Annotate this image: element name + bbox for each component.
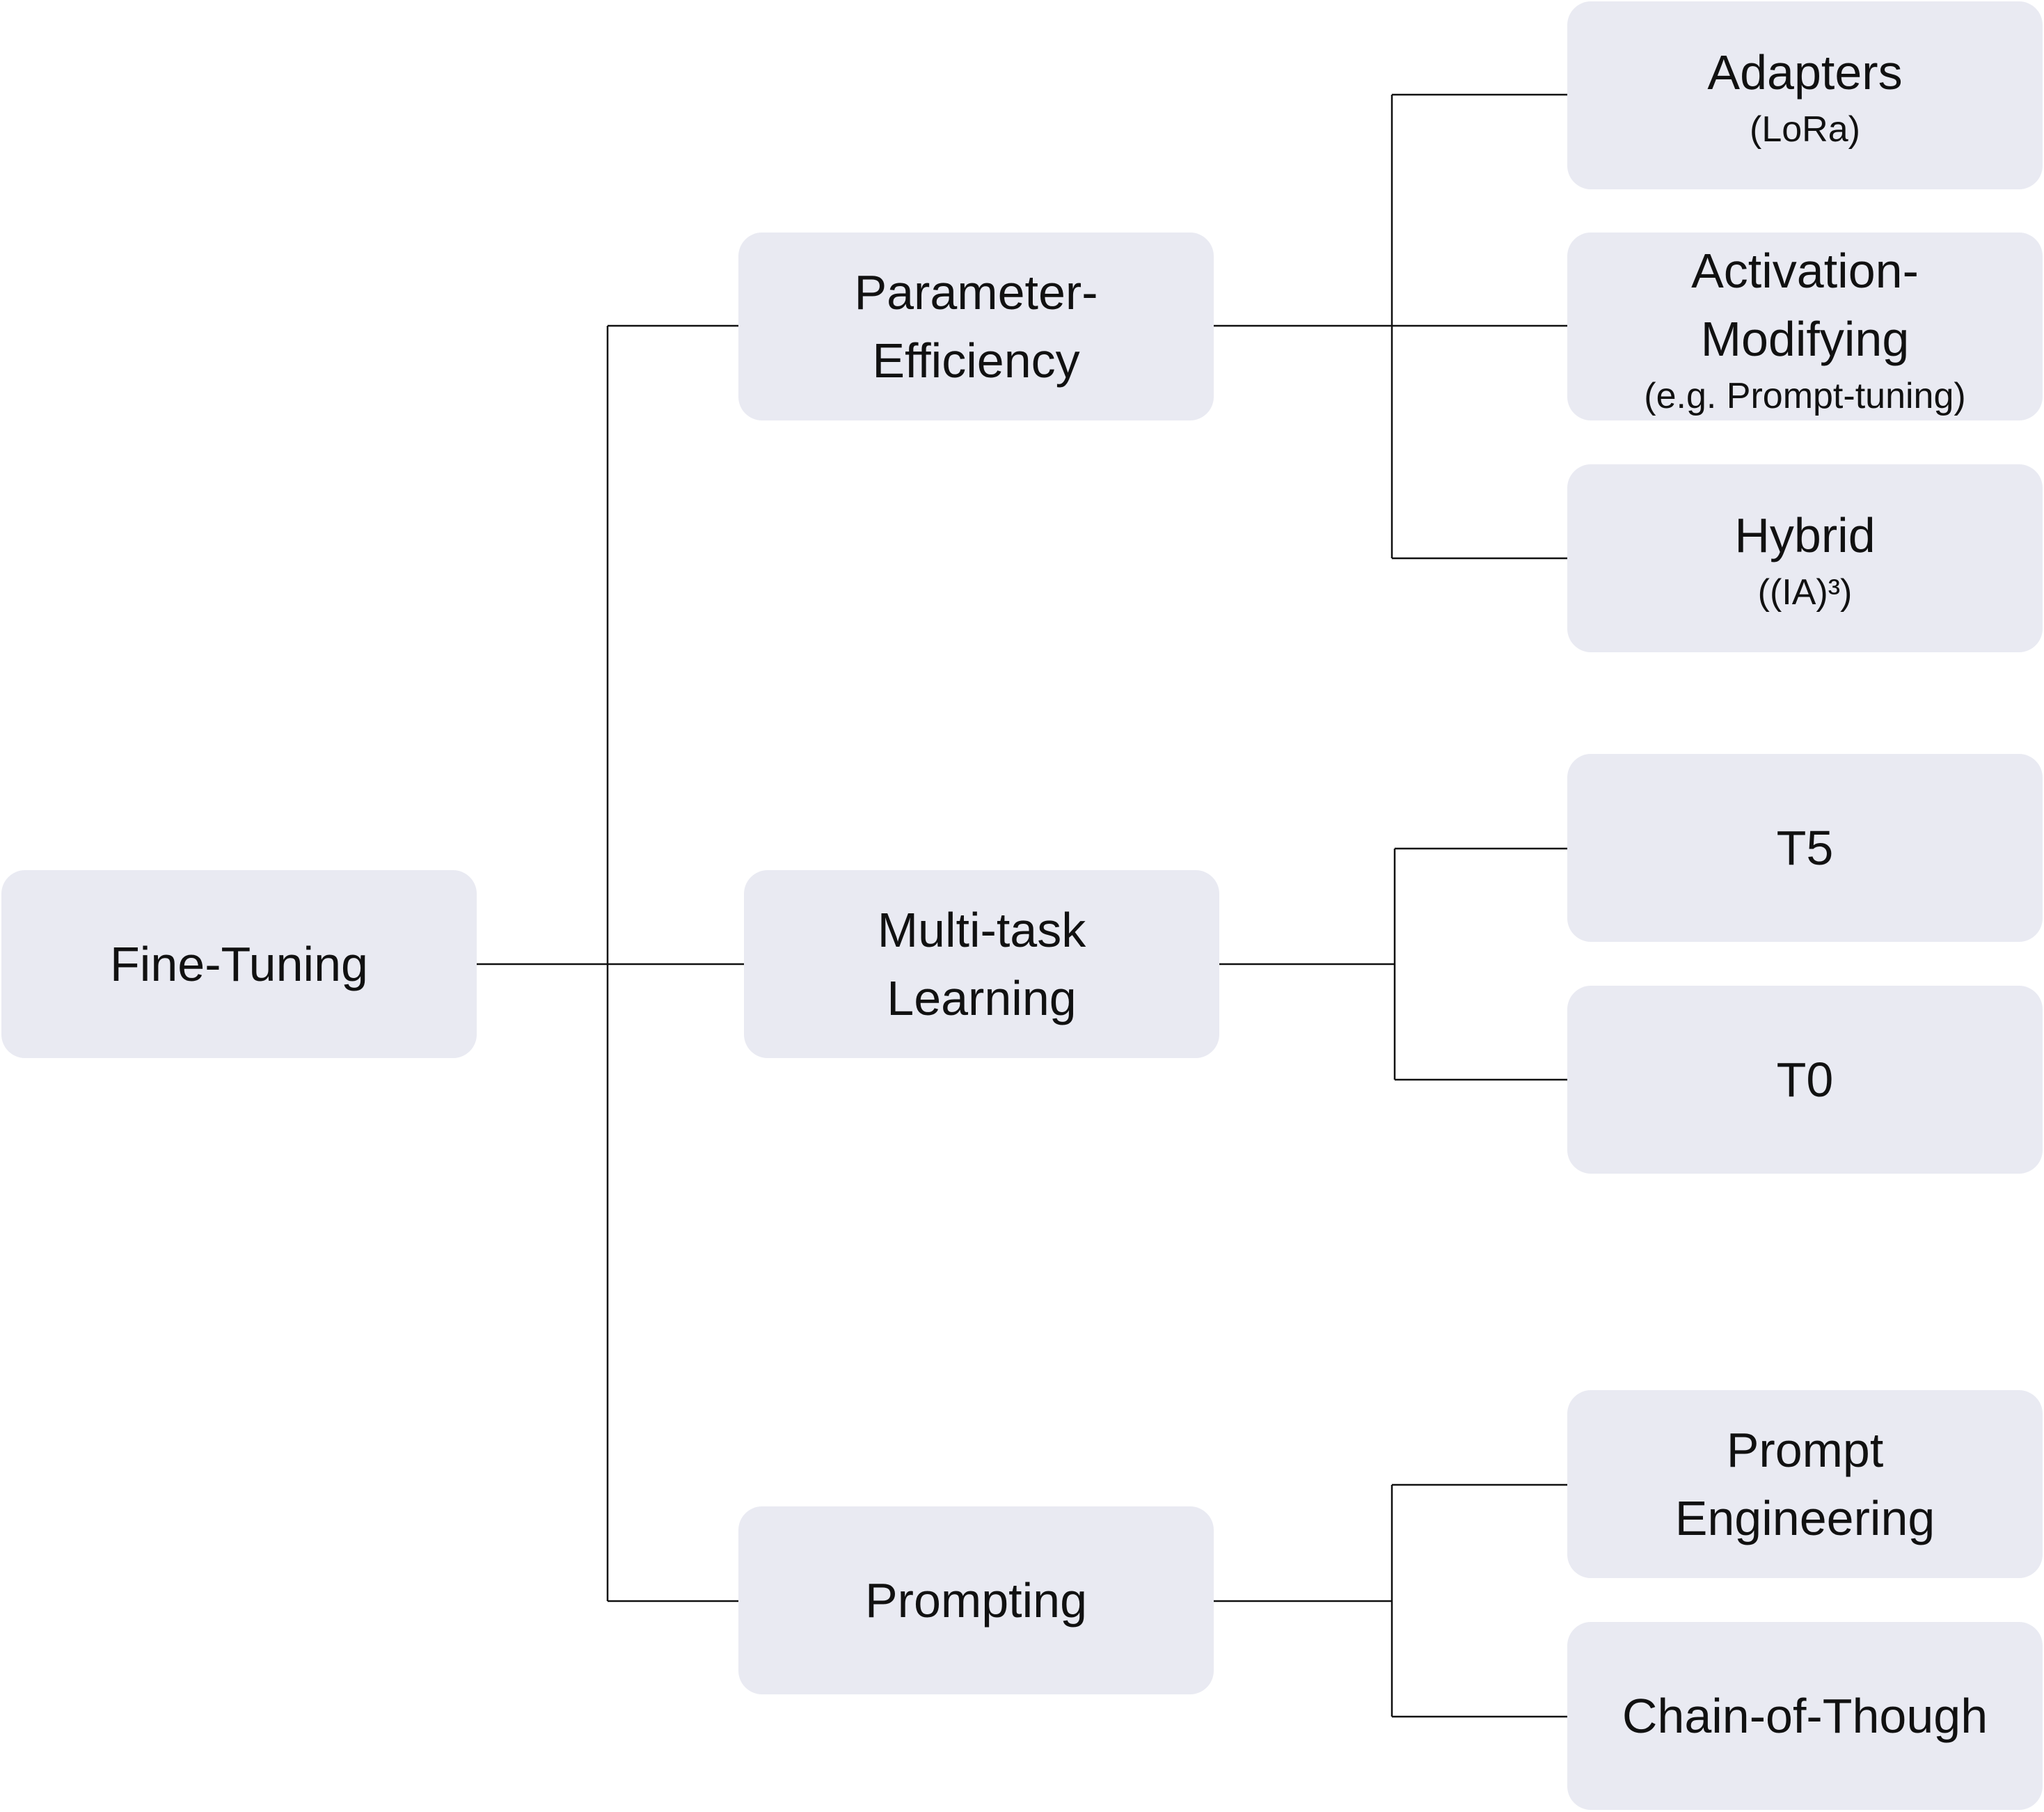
- node-label: Chain-of-Though: [1622, 1689, 1988, 1743]
- node-parameter-efficiency: Parameter- Efficiency: [738, 233, 1214, 420]
- node-label: Multi-task Learning: [877, 903, 1086, 1025]
- node-label: T5: [1776, 821, 1834, 875]
- node-activation-modifying: Activation- Modifying (e.g. Prompt-tunin…: [1567, 233, 2043, 420]
- node-label: Fine-Tuning: [110, 937, 368, 991]
- node-prompting: Prompting: [738, 1506, 1214, 1694]
- node-sublabel: (LoRa): [1750, 109, 1860, 150]
- node-label: T0: [1776, 1053, 1834, 1107]
- node-adapters: Adapters (LoRa): [1567, 1, 2043, 189]
- node-label: Activation- Modifying: [1691, 244, 1919, 366]
- node-label: Prompting: [864, 1573, 1088, 1628]
- node-sublabel: (e.g. Prompt-tuning): [1644, 376, 1966, 416]
- node-t0: T0: [1567, 986, 2043, 1174]
- node-t5: T5: [1567, 754, 2043, 942]
- node-hybrid: Hybrid ((IA)³): [1567, 464, 2043, 652]
- node-chain-of-thought: Chain-of-Though: [1567, 1622, 2043, 1810]
- node-sublabel: ((IA)³): [1757, 572, 1853, 613]
- node-label: Hybrid: [1734, 508, 1876, 562]
- node-label: Parameter- Efficiency: [854, 265, 1098, 388]
- node-label: Adapters: [1707, 45, 1903, 100]
- node-label: Prompt Engineering: [1674, 1423, 1935, 1545]
- node-multi-task-learning: Multi-task Learning: [744, 870, 1219, 1058]
- node-prompt-engineering: Prompt Engineering: [1567, 1390, 2043, 1578]
- node-fine-tuning: Fine-Tuning: [1, 870, 477, 1058]
